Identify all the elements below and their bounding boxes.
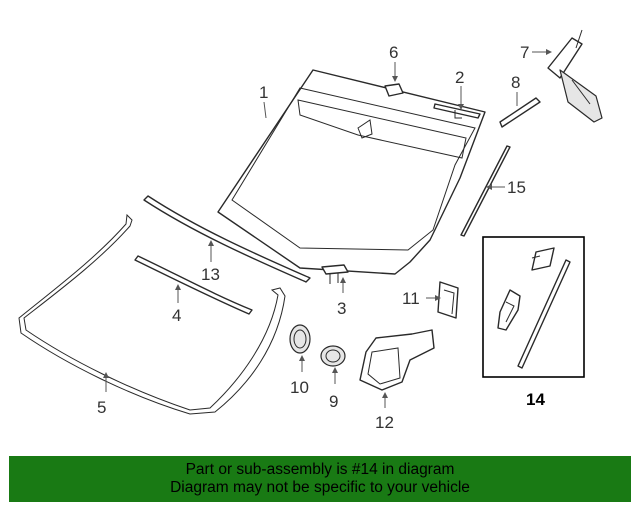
part-9-sensor[interactable] [320, 345, 346, 367]
part-13-upper-molding[interactable] [143, 195, 311, 283]
part-3-clip[interactable] [321, 264, 349, 284]
part-2-bracket[interactable] [433, 103, 481, 119]
part-14-kit-box[interactable] [482, 236, 585, 378]
banner-line-1: Part or sub-assembly is #14 in diagram [185, 461, 455, 478]
callout-11[interactable]: 11 [402, 289, 420, 308]
part-12-cover[interactable] [359, 329, 435, 391]
part-8-strip[interactable] [499, 97, 541, 128]
part-5-weatherstrip[interactable] [18, 213, 286, 415]
callout-2[interactable]: 2 [455, 68, 464, 87]
callout-6[interactable]: 6 [389, 43, 398, 62]
part-7-rear-view-mirror[interactable] [547, 29, 603, 123]
part-10-mount[interactable] [289, 324, 311, 354]
callout-8[interactable]: 8 [511, 73, 520, 92]
part-11-bracket[interactable] [437, 281, 459, 319]
callout-7[interactable]: 7 [520, 43, 529, 62]
part-15-side-molding[interactable] [460, 145, 511, 237]
part-4-lower-molding[interactable] [134, 255, 253, 315]
callout-13[interactable]: 13 [201, 265, 220, 284]
callout-4[interactable]: 4 [172, 306, 181, 325]
windshield-glass[interactable] [217, 69, 486, 275]
info-banner: Part or sub-assembly is #14 in diagram D… [9, 456, 631, 502]
callout-12[interactable]: 12 [375, 413, 394, 432]
part-6-sensor-pad[interactable] [384, 83, 404, 97]
parts-diagram: 1 2 6 7 8 15 13 4 [18, 29, 603, 432]
callout-15[interactable]: 15 [507, 178, 526, 197]
callout-5[interactable]: 5 [97, 398, 106, 417]
callout-9[interactable]: 9 [329, 392, 338, 411]
callout-3[interactable]: 3 [337, 299, 346, 318]
callout-1[interactable]: 1 [259, 83, 268, 102]
callout-14[interactable]: 14 [526, 390, 545, 409]
banner-line-2: Diagram may not be specific to your vehi… [170, 479, 470, 496]
callout-10[interactable]: 10 [290, 378, 309, 397]
